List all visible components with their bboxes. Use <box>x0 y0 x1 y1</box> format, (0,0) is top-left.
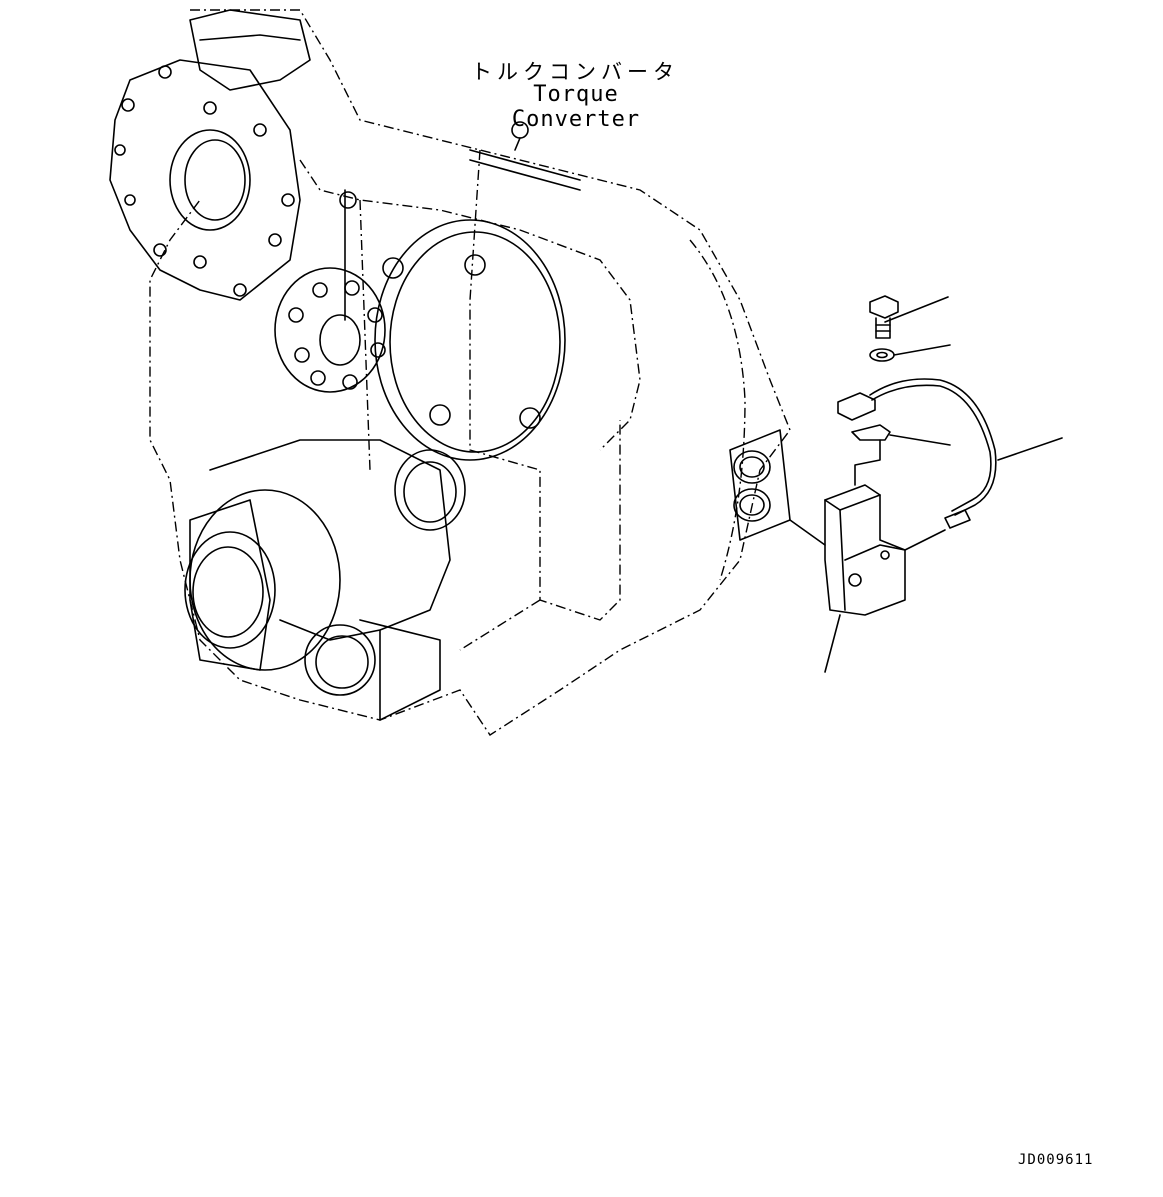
washer <box>869 348 895 362</box>
bolt-head <box>869 295 899 319</box>
output-housing <box>184 439 466 721</box>
top-pipe-fitting <box>469 121 581 191</box>
document-id: JD009611 <box>1018 1152 1094 1168</box>
gear-flange <box>274 189 386 393</box>
housing-phantom-outline <box>149 9 791 736</box>
valve-block-ports <box>729 429 791 541</box>
cable-clip <box>851 424 891 441</box>
front-cover-flange <box>109 9 311 301</box>
leader-clip <box>889 434 951 446</box>
leader-washer <box>893 344 951 356</box>
torque-converter-label-en: Torque Converter <box>511 82 641 132</box>
leader-bolt <box>884 296 949 323</box>
round-side-cover <box>374 219 566 461</box>
sensor-connector <box>837 392 876 421</box>
leader-sensor <box>997 437 1063 461</box>
leader-bracket <box>824 614 841 673</box>
sensor-bracket <box>824 484 906 616</box>
sensor-cable <box>869 378 997 516</box>
sensor-assembly <box>789 295 997 616</box>
callout-leaders <box>824 296 1063 673</box>
torque-converter-label-jp: トルクコンバータ <box>471 60 679 84</box>
